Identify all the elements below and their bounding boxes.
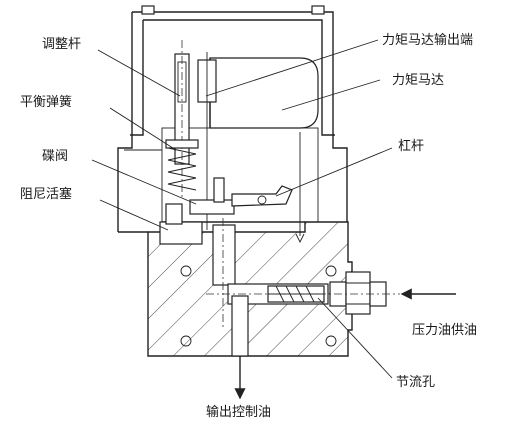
inlet-fitting (329, 271, 387, 315)
disc-valve (189, 177, 235, 215)
label-throttle-orifice: 节流孔 (396, 375, 435, 390)
label-output-control-oil: 输出控制油 (206, 404, 271, 420)
label-adjust-rod: 调整杆 (42, 37, 81, 52)
label-damping-piston: 阻尼活塞 (20, 186, 72, 202)
leader-lines (91, 39, 393, 379)
valve-body (147, 221, 353, 357)
adjust-rod (174, 40, 190, 200)
torque-motor (197, 52, 319, 230)
damping-piston (159, 203, 203, 245)
label-balance-spring: 平衡弹簧 (20, 94, 72, 110)
label-pressure-oil-supply: 压力油供油 (412, 323, 477, 338)
lever (231, 132, 305, 244)
label-disc-valve: 碟阀 (42, 149, 68, 164)
label-lever: 杠杆 (398, 138, 424, 154)
label-torque-motor: 力矩马达 (392, 73, 444, 88)
screw-holes (180, 265, 337, 347)
label-torque-motor-output: 力矩马达输出端 (382, 32, 473, 48)
